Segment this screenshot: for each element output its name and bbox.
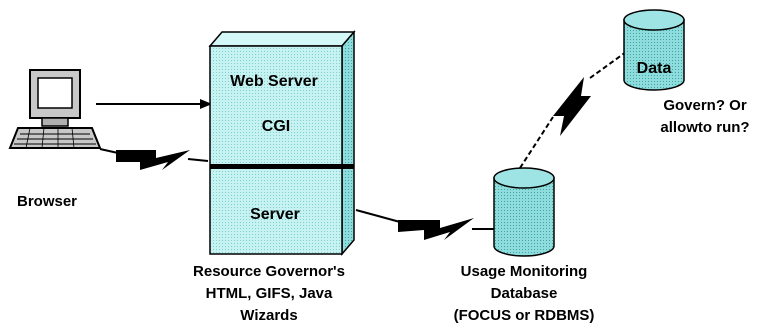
govern-question-line-2: allowto run? xyxy=(660,119,750,136)
server-caption-line-1: Resource Governor's xyxy=(193,263,345,280)
web-server-label: Web Server xyxy=(230,73,318,90)
lightning-link-icon xyxy=(553,77,591,136)
lightning-link-icon xyxy=(398,218,474,240)
usage-db-caption-line-2: Database xyxy=(490,285,558,302)
data-db-label: Data xyxy=(636,60,672,77)
usage-db-caption-line-3: (FOCUS or RDBMS) xyxy=(453,307,595,324)
usage-db-caption-line-1: Usage Monitoring xyxy=(460,263,588,280)
database-cylinder xyxy=(623,9,685,91)
browser-label: Browser xyxy=(17,193,78,210)
server-caption-line-3: Wizards xyxy=(240,307,298,324)
computer-icon xyxy=(8,69,102,149)
server-caption-line-2: HTML, GIFS, Java xyxy=(205,285,333,302)
cgi-label: CGI xyxy=(261,118,291,135)
server-label: Server xyxy=(250,206,300,223)
govern-question-line-1: Govern? Or xyxy=(663,97,747,114)
database-cylinder xyxy=(493,167,555,257)
lightning-link-icon xyxy=(116,150,190,170)
server-box xyxy=(208,29,356,257)
